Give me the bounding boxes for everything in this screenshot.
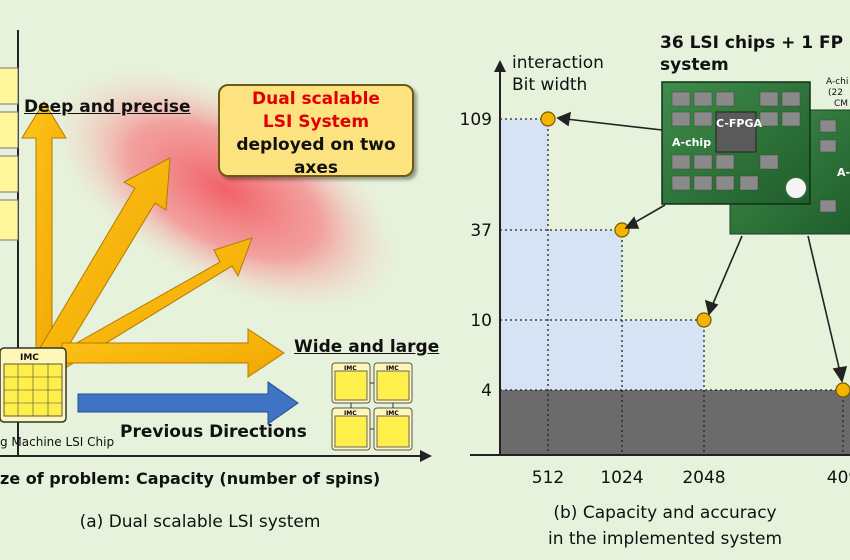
y-axis-label-1: interaction [512,53,604,73]
chip-array-label-1: IMC [344,365,357,372]
x-tick-2048: 2048 [682,468,725,488]
side-note-2: (22 [828,88,843,98]
x-tick-409: 409 [827,468,850,488]
caption-b-line-2: in the implemented system [547,529,783,549]
stacked-chips [0,67,19,241]
capacity-chart: 4 10 37 109 512 1024 2048 409 [460,60,850,488]
imc-chip [0,347,67,423]
fpga-chip [715,111,757,153]
y-tick-37: 37 [470,221,492,241]
chip-array-label-2: IMC [386,365,399,372]
side-note-1: A-chi [826,77,848,87]
left-x-arrowhead [420,450,432,462]
left-x-axis-label: ze of problem: Capacity (number of spins… [0,469,381,488]
board-logo [784,176,808,200]
right-panel: 4 10 37 109 512 1024 2048 409 C-FPGA A-chi [460,33,850,488]
caption-b-line-1: (b) Capacity and accuracy [553,503,777,523]
caption-b: (b) Capacity and accuracy in the impleme… [480,500,850,552]
base-area [500,390,850,455]
point-512-109 [540,111,556,127]
side-note-3: CM [834,99,848,109]
callout-black-2: axes [293,158,339,178]
y-tick-109: 109 [460,110,492,130]
point-1024-37 [614,222,630,238]
board-photo [661,81,850,235]
point-4096-4 [835,382,850,398]
y-axis-label-2: Bit width [512,75,587,95]
callout-red-1: Dual scalable [252,89,380,109]
wide-arrow [61,328,285,378]
dual-scalable-callout: Dual scalable LSI System deployed on two… [218,84,414,178]
left-panel: IMC g Machine LSI Chip IMC IMC IMC IMC [0,30,432,462]
system-title-2: system [660,55,729,75]
system-title-1: 36 LSI chips + 1 FP [660,33,843,53]
chip-array-label-4: IMC [386,410,399,417]
board-chip-grid [671,91,837,213]
wide-label: Wide and large [294,337,440,357]
board-label-achip: A-chip [672,136,711,149]
chip-array-label-3: IMC [344,410,357,417]
point-2048-10 [696,312,712,328]
chip-caption: g Machine LSI Chip [0,435,114,449]
y-tick-10: 10 [470,311,492,331]
imc-chip-label: IMC [20,353,39,363]
previous-direction-arrow [77,381,299,425]
previous-label: Previous Directions [120,422,307,442]
caption-a: (a) Dual scalable LSI system [79,512,321,532]
callout-red-2: LSI System [262,112,370,132]
scaling-ellipse [51,67,399,313]
board-label-achip-2: A- [837,166,850,179]
y-tick-4: 4 [481,381,492,401]
diagonal-arrow-steep [39,157,171,361]
x-tick-512: 512 [532,468,564,488]
board-label-fpga: C-FPGA [716,117,762,130]
deep-arrow [21,101,67,351]
pointer-arrows [556,111,848,383]
deep-label: Deep and precise [24,97,191,117]
right-y-arrowhead [494,60,506,72]
callout-black-1: deployed on two [236,135,396,155]
x-tick-1024: 1024 [600,468,643,488]
chip-array [331,362,413,451]
